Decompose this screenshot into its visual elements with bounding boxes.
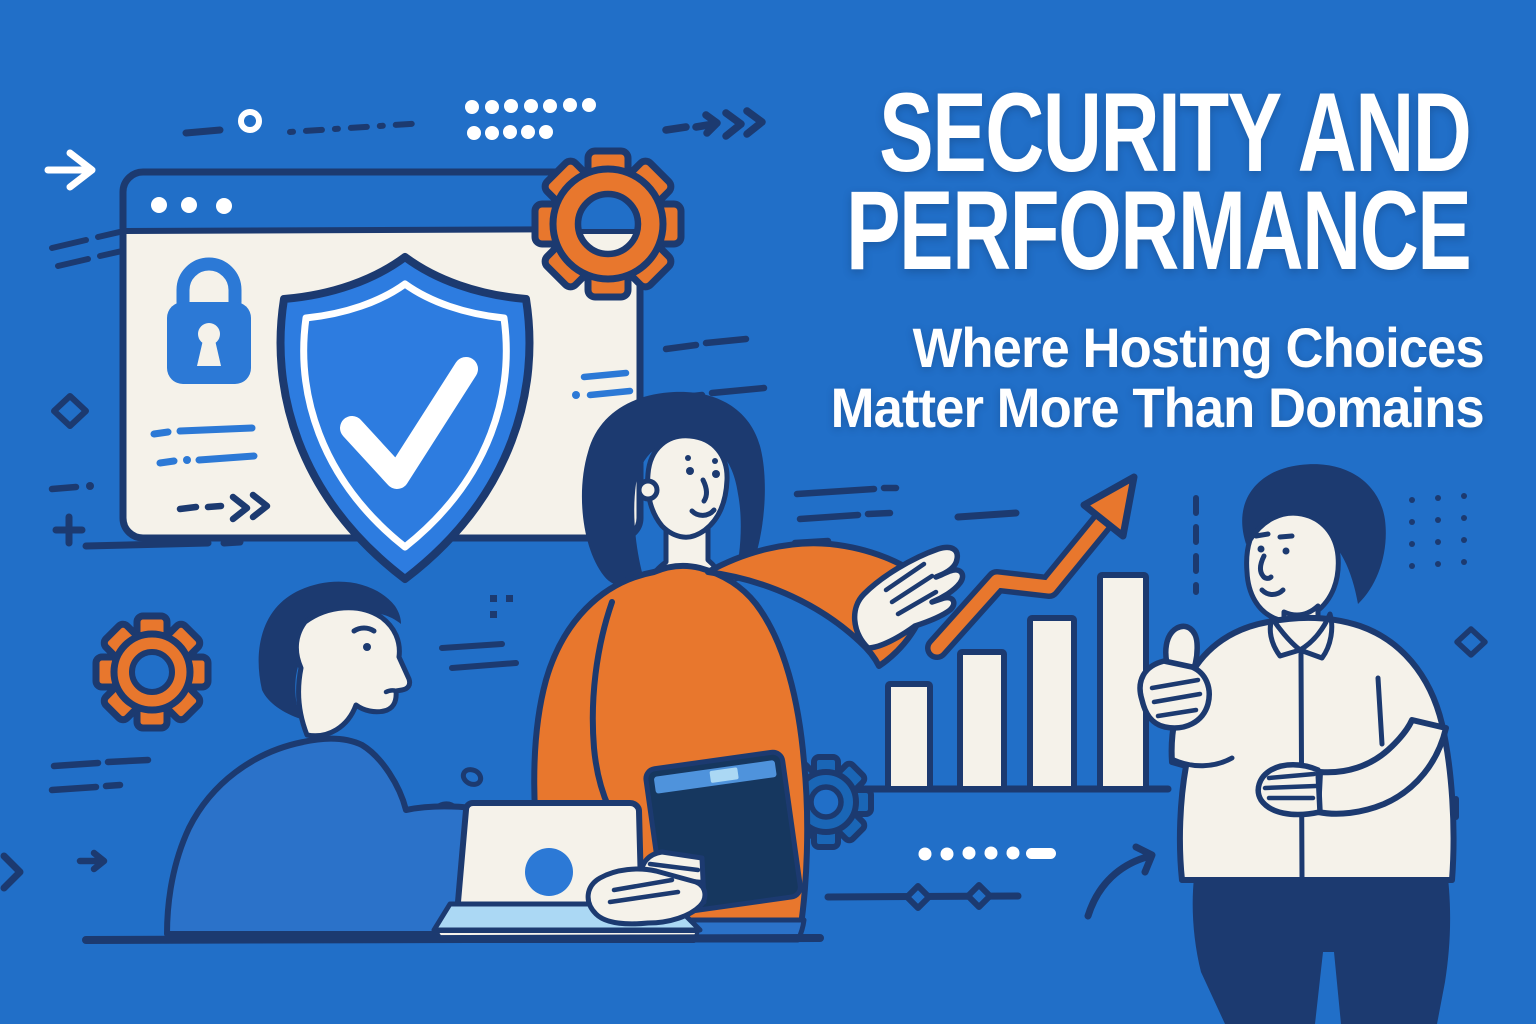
placeholder-text-lines-right bbox=[580, 369, 634, 399]
chevron-arrows-icon bbox=[662, 107, 766, 140]
desk-line bbox=[82, 934, 824, 944]
ring-icon bbox=[238, 109, 262, 133]
man-at-laptop bbox=[164, 581, 708, 943]
subtitle-line-2: Matter More Than Domains bbox=[830, 376, 1485, 439]
woman-hair bbox=[581, 391, 765, 587]
shield-check-icon bbox=[276, 253, 534, 583]
title-line-1: SECURITY AND bbox=[878, 70, 1472, 195]
man1-hair bbox=[258, 581, 401, 719]
window-dots-icon bbox=[151, 197, 232, 214]
man1-face bbox=[293, 605, 413, 739]
woman-smile bbox=[689, 507, 717, 518]
diamond-icon bbox=[51, 393, 89, 429]
man-thumbs-up bbox=[1137, 464, 1457, 1024]
arrow-right-icon bbox=[44, 149, 96, 191]
gear-icon-left bbox=[92, 612, 212, 732]
browser-titlebar bbox=[123, 172, 640, 231]
page-subtitle: Where Hosting Choices Matter More Than D… bbox=[830, 316, 1485, 439]
arrow-right-small-icon bbox=[76, 849, 108, 873]
curved-arrow-icon bbox=[1084, 843, 1156, 920]
lock-icon bbox=[167, 257, 251, 384]
white-dot-rows bbox=[465, 98, 596, 140]
gear-icon-top bbox=[531, 147, 685, 301]
man2-pants bbox=[1192, 878, 1451, 1024]
woman-eyes bbox=[685, 455, 720, 478]
woman-face bbox=[645, 433, 730, 540]
woman-ear bbox=[636, 478, 660, 502]
man2-folded-arm bbox=[1255, 675, 1449, 818]
woman-nose bbox=[700, 477, 709, 504]
woman-hand bbox=[851, 544, 966, 651]
diamond-icon bbox=[1454, 626, 1488, 658]
window-chevrons-icon bbox=[176, 491, 271, 523]
dot-grid bbox=[1409, 493, 1467, 569]
node-line bbox=[824, 882, 1022, 911]
placeholder-text-lines bbox=[150, 424, 258, 467]
man1-hands bbox=[585, 866, 708, 927]
page-title: SECURITY AND PERFORMANCE bbox=[845, 70, 1472, 293]
laptop-logo-icon bbox=[525, 848, 573, 896]
title-line-2: PERFORMANCE bbox=[845, 168, 1472, 293]
trend-arrow-icon bbox=[925, 473, 1138, 660]
man2-hair bbox=[1242, 464, 1386, 604]
thumbs-up-hand-icon bbox=[1137, 623, 1212, 731]
plus-icon bbox=[52, 513, 86, 547]
subtitle-line-1: Where Hosting Choices bbox=[912, 316, 1485, 379]
white-dotted-row bbox=[918, 846, 1056, 861]
